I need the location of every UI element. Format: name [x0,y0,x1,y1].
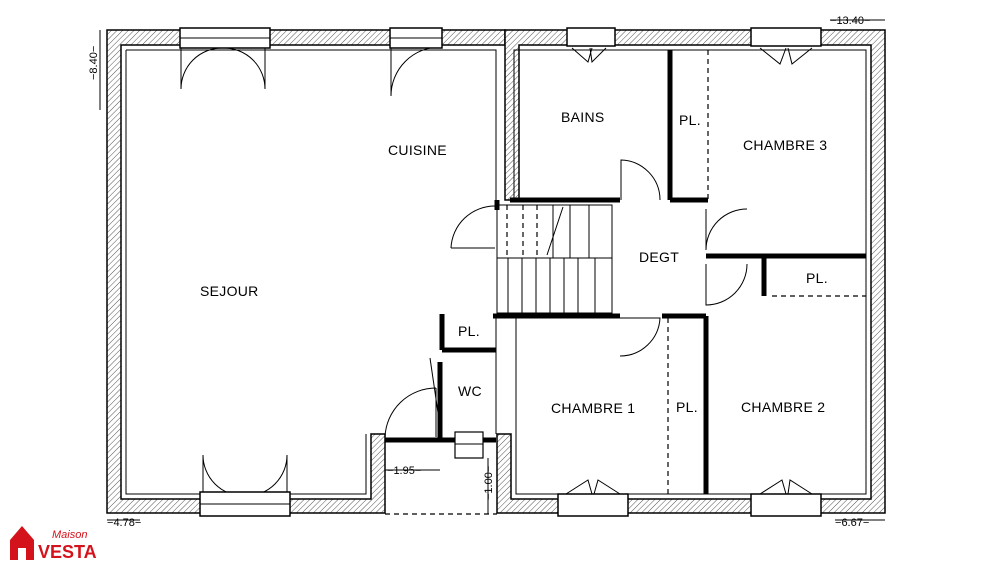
staircase [496,204,613,314]
brand-script: Maison [52,529,87,541]
windows [179,27,822,517]
placard-label-wc: PL. [458,323,480,339]
dimension-recess-depth: −1.00− [483,466,495,500]
room-label-sejour: SEJOUR [200,283,259,299]
dimension-recess-width: −1.95− [387,465,421,477]
room-label-chambre2: CHAMBRE 2 [741,399,825,415]
dashed-lines [385,50,866,515]
interior-walls [385,50,866,494]
dimension-overall-width: −13.40− [830,15,870,27]
room-label-degt: DEGT [639,249,679,265]
placard-label-chambre1: PL. [676,399,698,415]
room-label-chambre1: CHAMBRE 1 [551,400,635,416]
room-label-cuisine: CUISINE [388,142,447,158]
room-label-wc: WC [458,383,482,399]
door-swings [180,46,748,497]
dimension-overall-height: −8.40− [88,46,100,80]
placard-label-chambre2: PL. [806,270,828,286]
brand-name: VESTA [38,542,97,562]
placard-label-chambre3: PL. [679,112,701,128]
house-icon [10,526,34,560]
dimension-left-width: −4.78− [107,517,141,529]
room-label-bains: BAINS [561,109,605,125]
brand-logo: Maison VESTA [10,526,97,562]
dimension-right-width: −6.67− [835,517,869,529]
dimension-lines [99,19,885,521]
room-label-chambre3: CHAMBRE 3 [743,137,827,153]
